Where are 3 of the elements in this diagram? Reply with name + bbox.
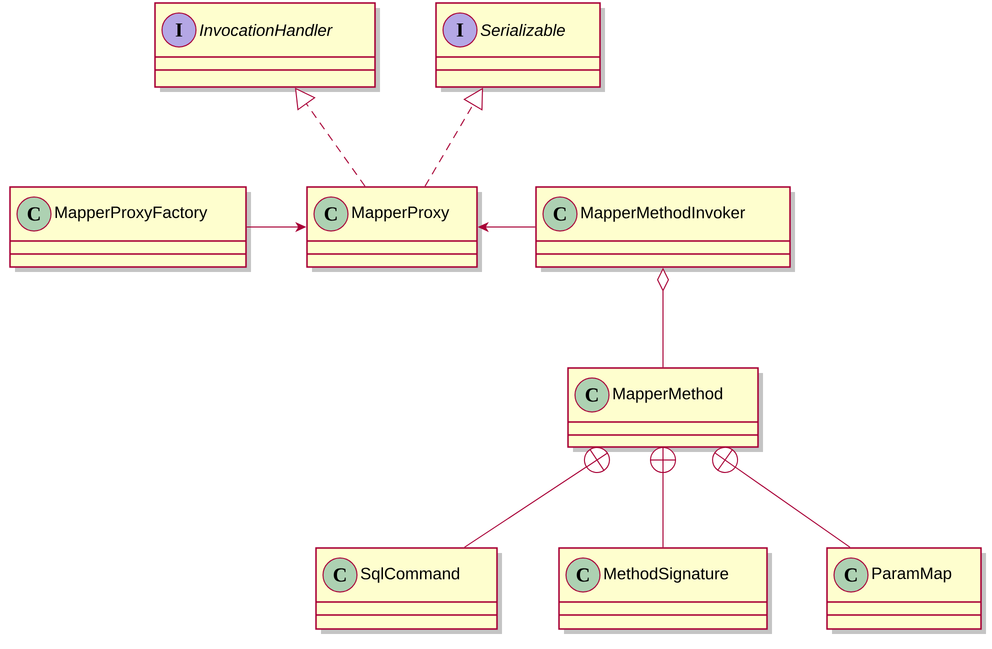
connector <box>650 446 676 548</box>
connector <box>464 446 610 548</box>
connector <box>712 446 850 548</box>
